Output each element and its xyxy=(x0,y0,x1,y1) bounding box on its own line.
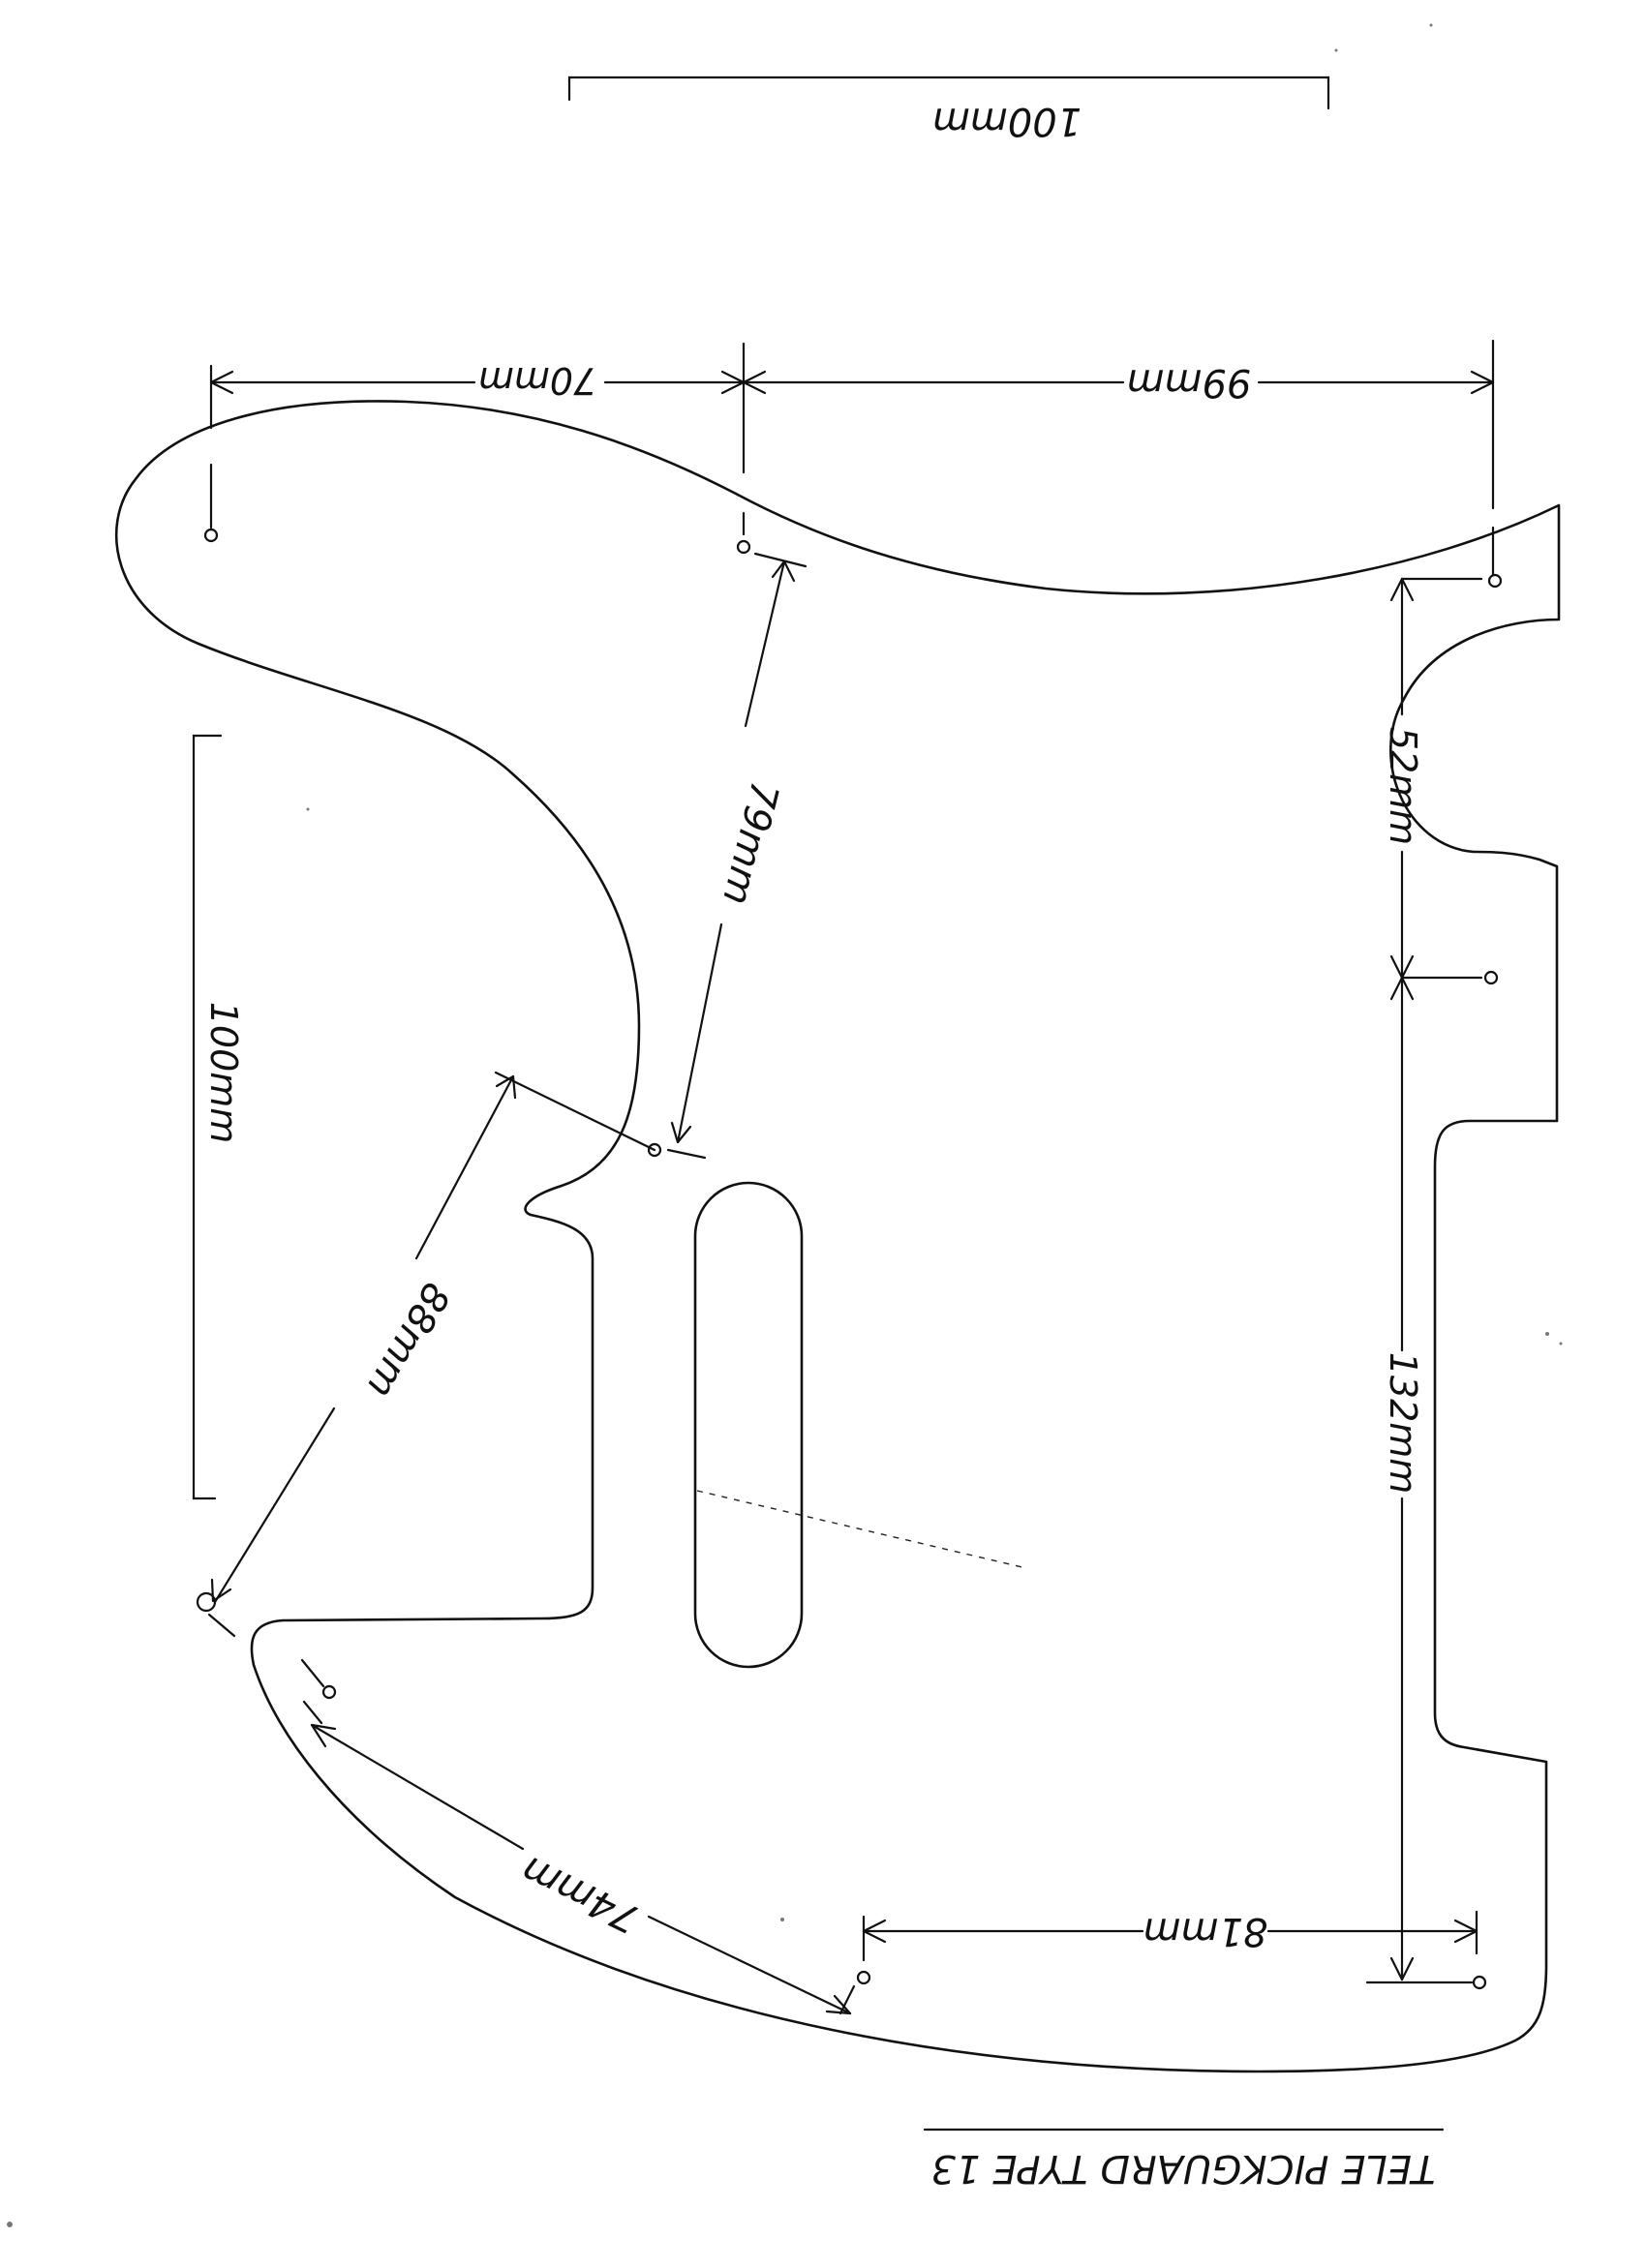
dimension-99mm-label: 99mm xyxy=(1127,360,1252,405)
scale-bar-left: 100mm xyxy=(192,734,245,1500)
screw-hole-3 xyxy=(1487,573,1503,589)
scale-bar-top: 100mm xyxy=(567,76,1330,143)
dimension-79mm-label: 79mm xyxy=(714,777,787,909)
dimension-52mm-label: 52mm xyxy=(1382,727,1424,845)
dimension-52mm: 52mm xyxy=(1382,577,1483,980)
faint-guide-line xyxy=(696,1490,1027,1569)
drawing-title-block: TELE PICKGUARD TYPE 13 xyxy=(923,2128,1445,2191)
scale-bar-left-label: 100mm xyxy=(202,1002,245,1144)
drawing-title: TELE PICKGUARD TYPE 13 xyxy=(931,2146,1436,2191)
dimension-81mm: 81mm xyxy=(862,1909,1478,1962)
scan-specks xyxy=(7,23,1563,2227)
dimension-70mm: 70mm xyxy=(209,359,746,430)
dimension-99mm: 99mm xyxy=(742,339,1495,510)
screw-hole-2 xyxy=(736,539,751,555)
dimension-88mm: 88mm xyxy=(207,1071,656,1638)
pickguard-outline xyxy=(114,400,1561,2073)
dimension-74mm-label: 74mm xyxy=(514,1847,646,1942)
screw-hole-4 xyxy=(1483,970,1499,985)
dimension-132mm: 132mm xyxy=(1365,976,1474,1984)
dimension-88mm-label: 88mm xyxy=(357,1275,458,1406)
screw-holes xyxy=(196,463,1503,1990)
dimension-81mm-label: 81mm xyxy=(1143,1909,1268,1953)
dimension-74mm: 74mm xyxy=(300,1658,856,2015)
dimension-132mm-label: 132mm xyxy=(1382,1352,1424,1495)
dimension-70mm-label: 70mm xyxy=(478,359,596,402)
scale-bar-top-label: 100mm xyxy=(932,99,1082,143)
screw-hole-1 xyxy=(203,528,219,543)
dimension-79mm: 79mm xyxy=(666,552,808,1160)
screw-hole-7 xyxy=(856,1970,871,1985)
screw-hole-8 xyxy=(1472,1975,1487,1990)
screw-hole-6 xyxy=(321,1684,337,1700)
pickup-slot xyxy=(693,1181,804,1669)
